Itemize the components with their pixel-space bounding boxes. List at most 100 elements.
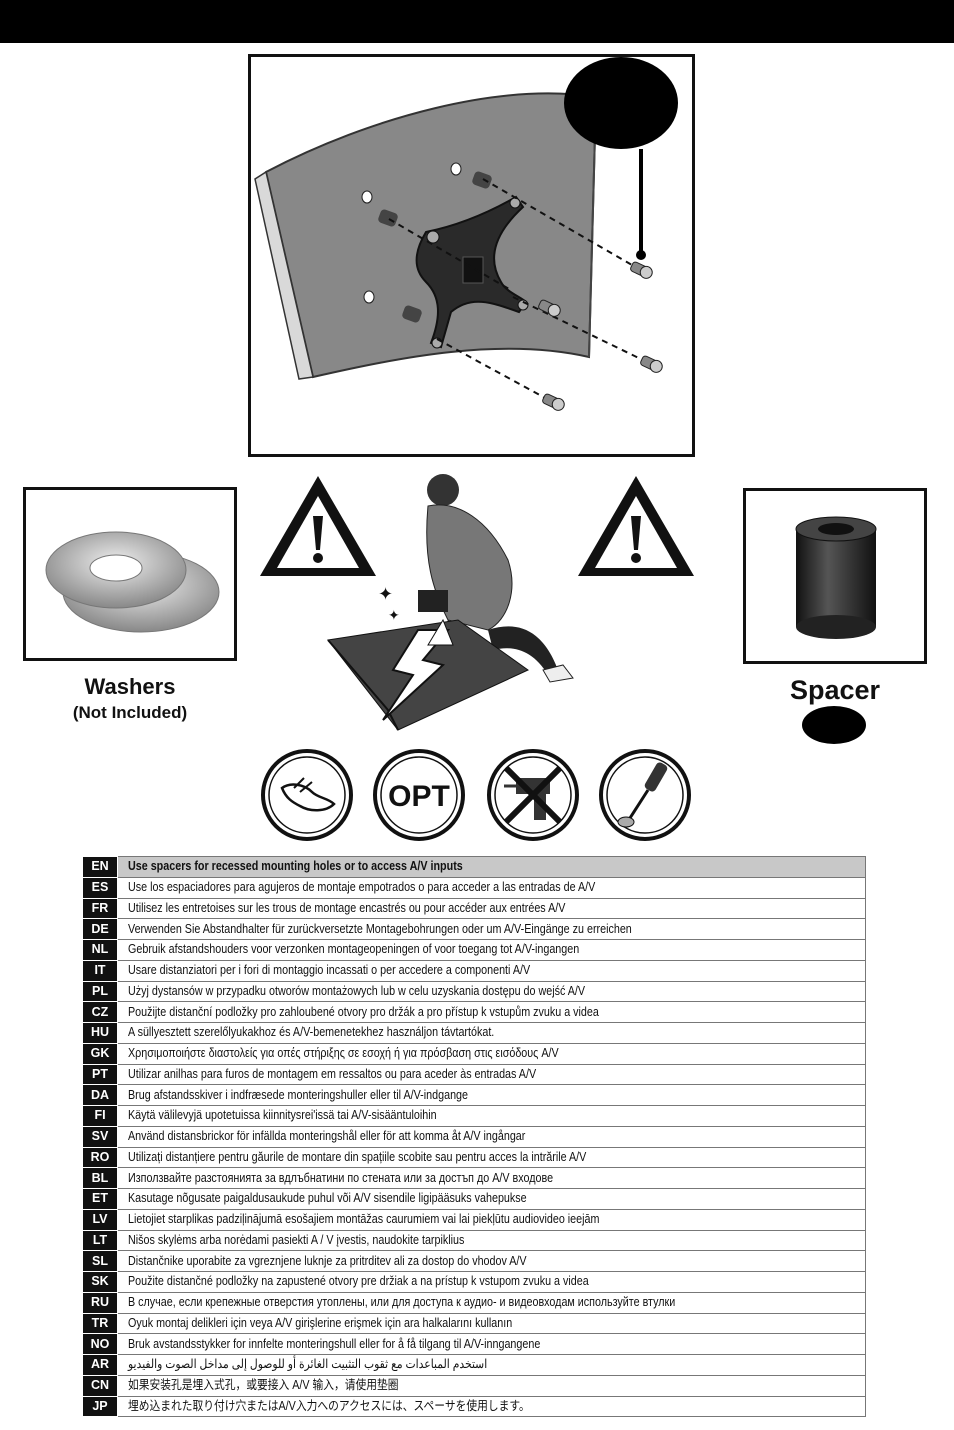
language-code: RO xyxy=(83,1146,118,1169)
language-code: DA xyxy=(83,1084,118,1106)
language-instruction-text: A süllyesztett szerelőlyukakhoz és A/V-b… xyxy=(117,1022,866,1044)
language-code: BL xyxy=(83,1167,118,1189)
instruction-text: Utilizar anilhas para furos de montagem … xyxy=(128,1066,537,1081)
washers-note: (Not Included) xyxy=(72,703,188,722)
language-code: ES xyxy=(83,876,118,899)
no-power-drill-icon xyxy=(487,749,579,841)
language-instruction-text: Използвайте разстоянията за вдлъбнатини … xyxy=(117,1167,866,1189)
instruction-text: Bruk avstandsstykker for innfelte monter… xyxy=(128,1336,541,1351)
language-row-sv: SV Använd distansbrickor för infällda mon… xyxy=(83,1125,866,1148)
mounting-hole xyxy=(450,162,462,176)
language-instruction-text: Usare distanziatori per i fori di montag… xyxy=(117,959,866,982)
instruction-text: Lietojiet starplikas padziļinājumā esoša… xyxy=(128,1212,600,1227)
language-row-nl: NL Gebruik afstandshouders voor verzonken… xyxy=(83,939,866,961)
language-code: FI xyxy=(83,1105,118,1127)
language-instruction-text: Utilizar anilhas para furos de montagem … xyxy=(117,1063,866,1086)
language-row-et: ET Kasutage nõgusate paigaldusaukude puhu… xyxy=(83,1188,866,1210)
language-code: SL xyxy=(83,1250,118,1272)
svg-text:✦: ✦ xyxy=(388,608,400,624)
language-code: DE xyxy=(83,918,118,940)
instruction-text: Verwenden Sie Abstandhalter für zurückve… xyxy=(128,921,632,936)
mounting-diagram-panel xyxy=(248,54,695,457)
language-row-lt: LT Nišos skylėms arba norėdami pasiekti A… xyxy=(83,1229,866,1252)
language-row-hu: HU A süllyesztett szerelőlyukakhoz és A/V… xyxy=(83,1022,866,1044)
language-instruction-text: Use los espaciadores para agujeros de mo… xyxy=(117,876,866,899)
language-row-bl: BL Използвайте разстоянията за вдлъбнатин… xyxy=(83,1167,866,1189)
instruction-text: Oyuk montaj delikleri için veya A/V giri… xyxy=(128,1315,513,1330)
spacer-icon xyxy=(795,516,877,639)
instruction-text: Gebruik afstandshouders voor verzonken m… xyxy=(128,942,580,957)
language-instruction-text: Bruk avstandsstykker for innfelte monter… xyxy=(117,1333,866,1355)
spacer-title: Spacer xyxy=(789,675,881,705)
language-instruction-text: Nišos skylėms arba norėdami pasiekti A /… xyxy=(117,1229,866,1252)
hand-tighten-icon xyxy=(261,749,353,841)
language-instruction-text: В случае, если крепежные отверстия утопл… xyxy=(117,1291,866,1314)
language-instruction-text: Oyuk montaj delikleri için veya A/V giri… xyxy=(117,1312,866,1335)
language-code: HU xyxy=(83,1022,118,1044)
language-instruction-text: Použite distančné podložky na zapustené … xyxy=(117,1271,866,1293)
instruction-text: Distančnike uporabite za vgreznjene lukn… xyxy=(128,1253,527,1268)
screw-icon xyxy=(542,393,565,411)
instruction-text: Use spacers for recessed mounting holes … xyxy=(128,859,463,874)
spacer-panel xyxy=(743,488,927,664)
language-code: LT xyxy=(83,1229,118,1252)
spacer-label-bubble xyxy=(802,706,866,744)
callout-bubble xyxy=(564,57,678,149)
screwdriver-icon xyxy=(599,749,691,841)
language-instruction-text: Brug afstandsskiver i indfræsede monteri… xyxy=(117,1084,866,1106)
language-instruction-text: 埋め込まれた取り付け穴またはA/V入力へのアクセスには、スペーサを使用します。 xyxy=(117,1395,866,1418)
language-instruction-text: Lietojiet starplikas padziļinājumā esoša… xyxy=(117,1208,866,1231)
language-code: CZ xyxy=(83,1001,118,1023)
optional-icon: OPT xyxy=(373,749,465,841)
screw-icon xyxy=(640,355,663,373)
instruction-text: A süllyesztett szerelőlyukakhoz és A/V-b… xyxy=(128,1025,495,1040)
language-instruction-text: Verwenden Sie Abstandhalter für zurückve… xyxy=(117,918,866,940)
language-code: SV xyxy=(83,1125,118,1148)
instruction-text: Използвайте разстоянията за вдлъбнатини … xyxy=(128,1170,554,1185)
language-code: PT xyxy=(83,1063,118,1086)
language-code: PL xyxy=(83,980,118,1003)
instruction-text: Use los espaciadores para agujeros de mo… xyxy=(128,880,596,895)
language-instruction-text: Použijte distanční podložky pro zahloube… xyxy=(117,1001,866,1023)
instruction-text: Använd distansbrickor för infällda monte… xyxy=(128,1129,526,1144)
language-row-tr: TR Oyuk montaj delikleri için veya A/V gi… xyxy=(83,1312,866,1335)
svg-text:✦: ✦ xyxy=(378,584,393,605)
instruction-text: Utilisez les entretoises sur les trous d… xyxy=(128,900,566,915)
warning-triangle-icon xyxy=(260,476,376,576)
instruction-text: Utilizați distanțiere pentru găurile de … xyxy=(128,1149,587,1164)
language-code: EN xyxy=(83,856,118,878)
language-instruction-text: 如果安装孔是埋入式孔，或要接入 A/V 输入，请使用垫圈 xyxy=(117,1374,866,1397)
instruction-text: Usare distanziatori per i fori di montag… xyxy=(128,963,531,978)
language-instruction-text: Utilizați distanțiere pentru găurile de … xyxy=(117,1146,866,1169)
instruction-text: Nišos skylėms arba norėdami pasiekti A /… xyxy=(128,1232,465,1247)
language-instruction-text: Distančnike uporabite za vgreznjene lukn… xyxy=(117,1250,866,1272)
spacer-part xyxy=(472,171,492,189)
language-code: GK xyxy=(83,1042,118,1065)
instruction-text: Brug afstandsskiver i indfræsede monteri… xyxy=(128,1087,469,1102)
instruction-text: Kasutage nõgusate paigaldusaukude puhul … xyxy=(128,1191,527,1206)
language-instruction-text: Käytä välilevyjä upotetuissa kiinnitysre… xyxy=(117,1105,866,1127)
language-row-de: DE Verwenden Sie Abstandhalter für zurück… xyxy=(83,918,866,940)
language-code: IT xyxy=(83,959,118,982)
language-instruction-text: Użyj dystansów w przypadku otworów monta… xyxy=(117,980,866,1003)
language-code: CN xyxy=(83,1374,118,1397)
instruction-text: Použite distančné podložky na zapustené … xyxy=(128,1274,589,1289)
language-code: NL xyxy=(83,939,118,961)
language-instruction-text: Kasutage nõgusate paigaldusaukude puhul … xyxy=(117,1188,866,1210)
mounting-hole xyxy=(361,190,373,204)
optional-icon-label: OPT xyxy=(388,780,450,813)
screw-icon xyxy=(538,299,561,317)
top-header-bar xyxy=(0,0,954,43)
language-code: ET xyxy=(83,1188,118,1210)
language-instruction-text: استخدم المباعدات مع ثقوب التثبيت الغائرة… xyxy=(117,1354,866,1376)
language-code: TR xyxy=(83,1312,118,1335)
